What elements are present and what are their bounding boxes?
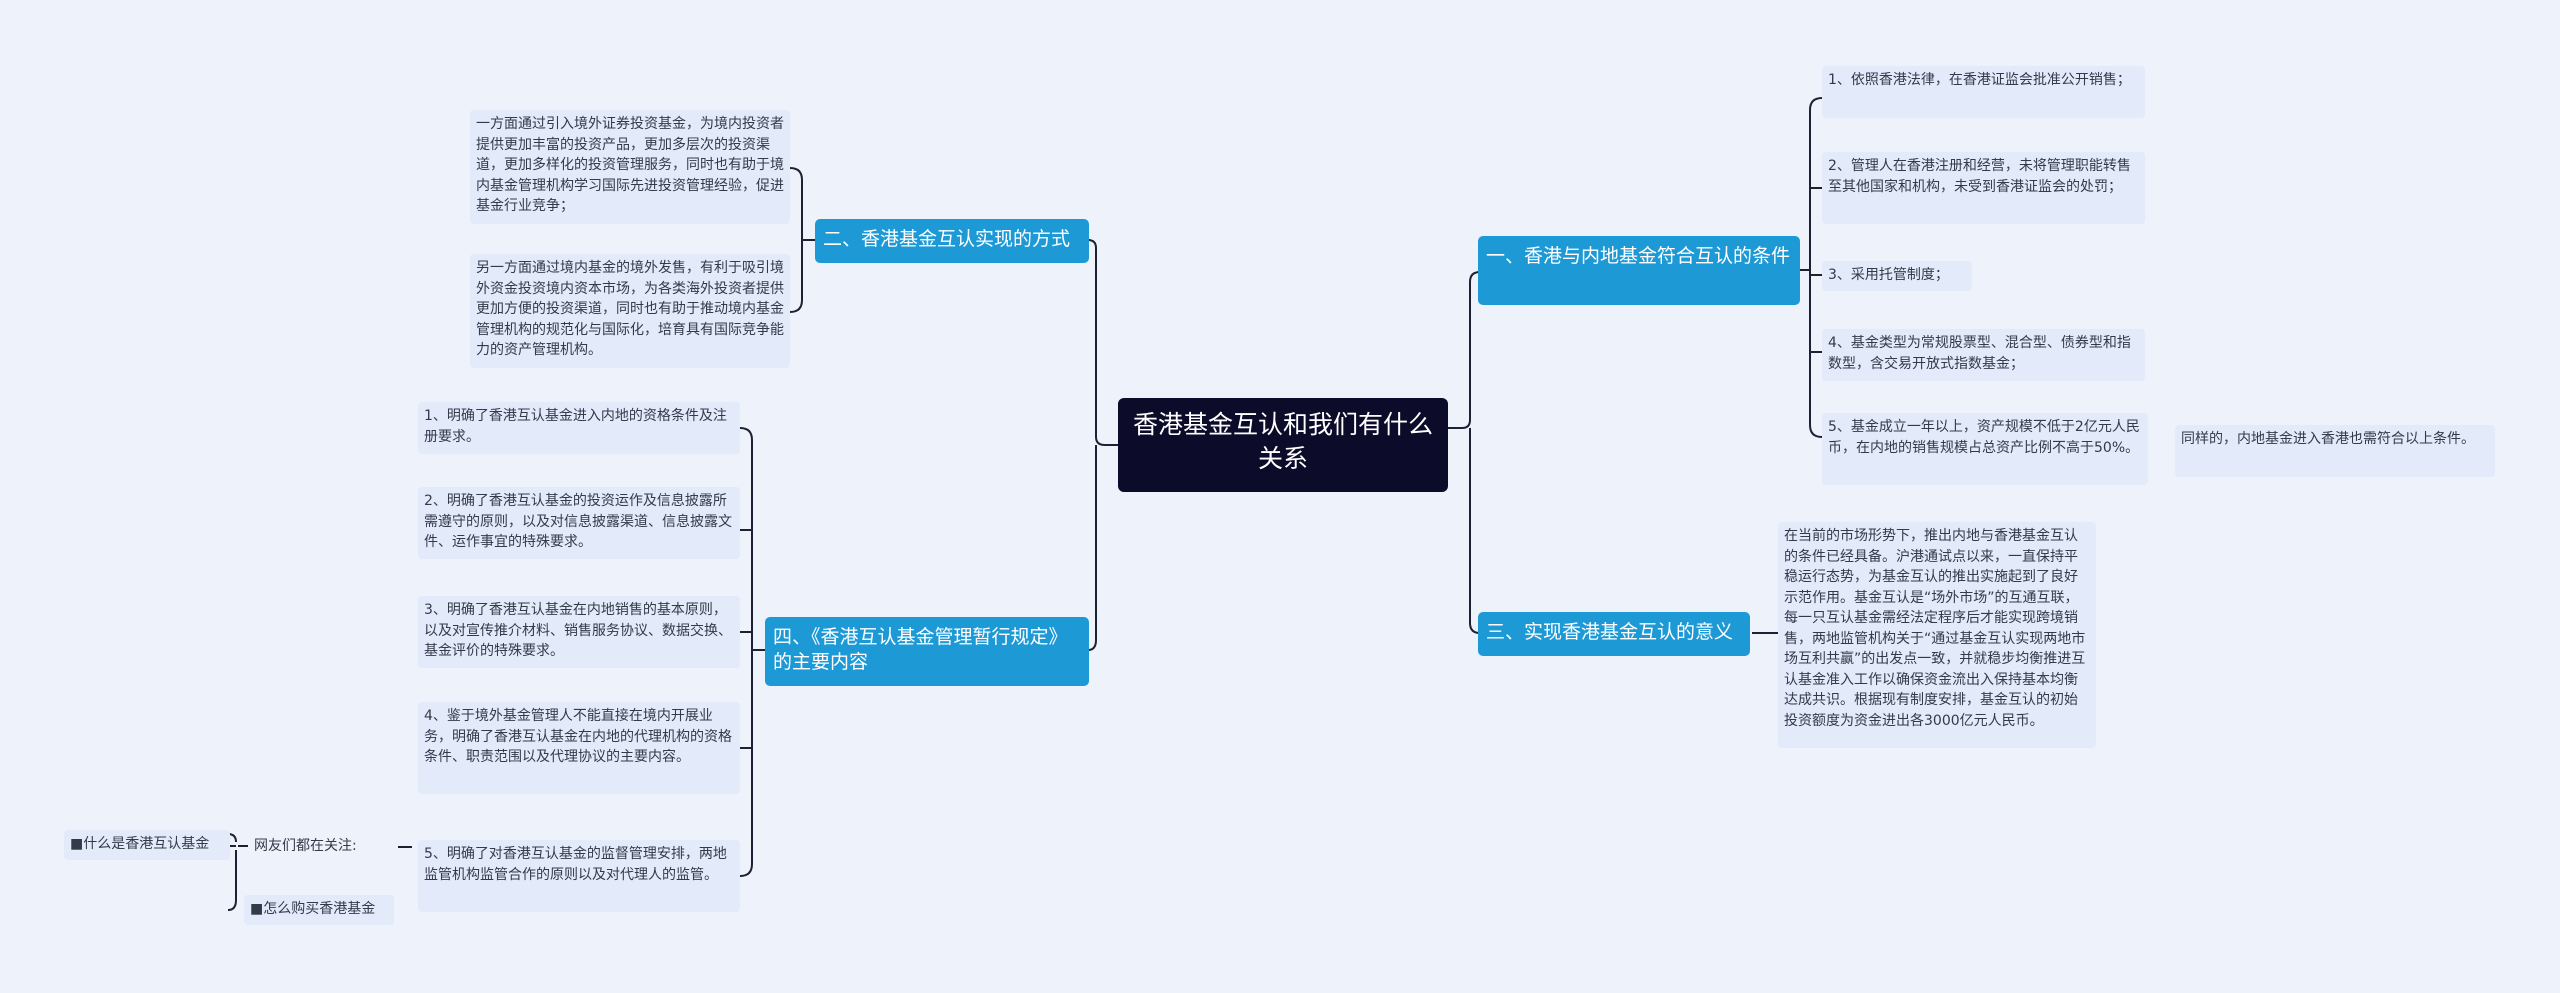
conditions-item-2[interactable]: 2、管理人在香港注册和经营，未将管理职能转售至其他国家和机构，未受到香港证监会的…: [1822, 152, 2145, 224]
connector-root-b2: [1087, 239, 1118, 446]
connector-b4-items: [739, 427, 765, 877]
central-topic-label: 香港基金互认和我们有什么关系: [1132, 410, 1433, 473]
branch-methods[interactable]: 二、香港基金互认实现的方式: [815, 219, 1089, 263]
connector-root-b4: [1087, 445, 1097, 651]
follow-label: 网友们都在关注:: [254, 838, 357, 854]
methods-item-1[interactable]: 一方面通过引入境外证券投资基金，为境内投资者提供更加丰富的投资产品，更加多层次的…: [470, 110, 790, 224]
regulations-item-4[interactable]: 4、鉴于境外基金管理人不能直接在境内开展业务，明确了香港互认基金在内地的代理机构…: [418, 702, 740, 794]
conditions-item-3[interactable]: 3、采用托管制度；: [1822, 261, 1972, 291]
branch-conditions[interactable]: 一、香港与内地基金符合互认的条件: [1478, 236, 1800, 305]
regulations-item-5[interactable]: 5、明确了对香港互认基金的监督管理安排，两地监管机构监管合作的原则以及对代理人的…: [418, 840, 740, 912]
connector-b1-items: [1800, 97, 1823, 438]
conditions-item-4[interactable]: 4、基金类型为常规股票型、混合型、债券型和指数型，含交易开放式指数基金；: [1822, 329, 2145, 381]
connector-root-b1: [1447, 271, 1481, 429]
branch-significance-label: 三、实现香港基金互认的意义: [1486, 621, 1734, 643]
branch-methods-label: 二、香港基金互认实现的方式: [823, 228, 1071, 250]
conditions-item-1[interactable]: 1、依照香港法律，在香港证监会批准公开销售；: [1822, 66, 2145, 118]
connector-b2-items: [789, 167, 815, 313]
follow-link-what-is[interactable]: ■什么是香港互认基金: [64, 830, 230, 860]
branch-regulations-label: 四、《香港互认基金管理暂行规定》的主要内容: [773, 626, 1068, 673]
significance-text[interactable]: 在当前的市场形势下，推出内地与香港基金互认的条件已经具备。沪港通试点以来，一直保…: [1778, 522, 2096, 748]
connector-root-b3: [1469, 428, 1481, 634]
branch-conditions-label: 一、香港与内地基金符合互认的条件: [1486, 245, 1791, 267]
regulations-item-3[interactable]: 3、明确了香港互认基金在内地销售的基本原则，以及对宣传推介材料、销售服务协议、数…: [418, 596, 740, 668]
branch-significance[interactable]: 三、实现香港基金互认的意义: [1478, 612, 1750, 656]
conditions-item-5[interactable]: 5、基金成立一年以上，资产规模不低于2亿元人民币，在内地的销售规模占总资产比例不…: [1822, 413, 2148, 485]
branch-regulations[interactable]: 四、《香港互认基金管理暂行规定》的主要内容: [765, 617, 1089, 686]
methods-item-2[interactable]: 另一方面通过境内基金的境外发售，有利于吸引境外资金投资境内资本市场，为各类海外投…: [470, 254, 790, 368]
follow-link-how-to-buy[interactable]: ■怎么购买香港基金: [244, 895, 394, 925]
central-topic[interactable]: 香港基金互认和我们有什么关系: [1118, 398, 1448, 492]
conditions-item-5-note[interactable]: 同样的，内地基金进入香港也需符合以上条件。: [2175, 425, 2495, 477]
regulations-item-1[interactable]: 1、明确了香港互认基金进入内地的资格条件及注册要求。: [418, 402, 740, 454]
regulations-item-2[interactable]: 2、明确了香港互认基金的投资运作及信息披露所需遵守的原则，以及对信息披露渠道、信…: [418, 487, 740, 559]
